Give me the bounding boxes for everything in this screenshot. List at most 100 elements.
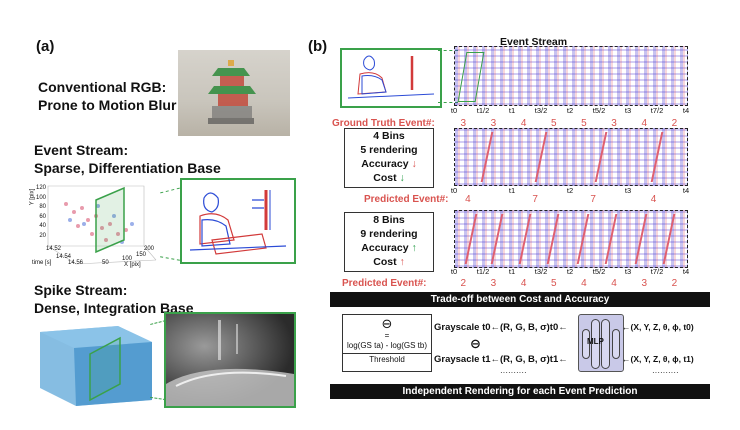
spike-title: Spike Stream: Dense, Integration Base [34, 281, 194, 317]
panel-b-label: (b) [308, 38, 328, 55]
threshold-formula: log(GS ta) - log(GS tb) [346, 341, 428, 350]
y-tick: 100 [35, 194, 46, 201]
row1-tick: t2 [566, 106, 574, 115]
row1-tick: t1/2 [476, 106, 490, 115]
cost-label: Cost [373, 256, 397, 268]
row2-count: 4 [465, 194, 471, 205]
row3-tick: t1 [508, 267, 516, 276]
row3-count: 5 [550, 278, 557, 289]
tradeoff-banner: Trade-off between Cost and Accuracy [330, 292, 710, 307]
row1-tick: t3/2 [534, 106, 548, 115]
row2-tick: t4 [682, 186, 690, 195]
cost-line: Cost ↓ [345, 171, 433, 185]
row3-tick: t1/2 [476, 267, 490, 276]
independent-banner: Independent Rendering for each Event Pre… [330, 384, 710, 399]
connector-line [438, 50, 458, 51]
panel-b-event-frame [340, 48, 442, 108]
event-3d-plot: 120 100 80 60 40 20 Y [pix] 14.52 14.54 … [26, 180, 164, 270]
bins-count: 8 Bins [373, 214, 405, 226]
row3-counts: 2 3 4 5 4 4 3 2 [454, 278, 686, 290]
grayscale-t0-eq: Grayscale t0←(R, G, B, σ)t0← [434, 322, 568, 333]
row2-count: 7 [532, 194, 538, 205]
event-stream-row3 [454, 210, 688, 268]
mlp-layer [582, 329, 590, 359]
minus-circle-icon: ⊖ [381, 316, 393, 331]
row3-tick: t3 [624, 267, 632, 276]
y-tick: 80 [39, 204, 46, 211]
equals-sign: = [384, 331, 390, 340]
accuracy-label: Accuracy [361, 158, 409, 170]
accuracy-line: Accuracy ↑ [345, 241, 433, 255]
plot-y-ticks: 120 100 80 60 40 20 [28, 184, 46, 242]
accuracy-label: Accuracy [361, 242, 409, 254]
row3-tick: t3/2 [534, 267, 548, 276]
row1-ticks: t0 t1/2 t1 t3/2 t2 t5/2 t3 t7/2 t4 [451, 106, 689, 116]
row1-count: 4 [641, 118, 648, 129]
event-title-line1: Event Stream: [34, 142, 129, 158]
row1-count: 3 [490, 118, 497, 129]
row2-tick: t0 [450, 186, 458, 195]
rgb-title: Conventional RGB: Prone to Motion Blur [38, 78, 176, 114]
four-bins-box: 4 Bins 5 rendering Accuracy ↓ Cost ↓ [344, 128, 434, 188]
mlp-block: MLP [578, 314, 624, 372]
threshold-box: ⊖ = log(GS ta) - log(GS tb) Threshold [342, 314, 432, 372]
rendering-count: 9 rendering [360, 228, 418, 240]
panel-a-label: (a) [36, 38, 55, 55]
y-tick: 60 [39, 213, 46, 220]
input-t1: ←(X, Y, Z, θ, ϕ, t1) [622, 354, 694, 364]
rgb-photo [178, 50, 290, 136]
event-stream-row2 [454, 128, 688, 186]
arrow-down-icon: ↓ [399, 172, 405, 184]
row3-count: 3 [641, 278, 648, 289]
connector-line [438, 102, 458, 103]
row2-counts: 4 7 7 4 [454, 194, 686, 206]
row2-tick: t2 [566, 186, 574, 195]
y-tick: 20 [39, 232, 46, 239]
row1-tick: t7/2 [650, 106, 664, 115]
row1-count: 2 [671, 118, 678, 129]
y-tick: 40 [39, 223, 46, 230]
rendering-count: 5 rendering [360, 144, 418, 156]
row2-ticks: t0 t1 t2 t3 t4 [450, 186, 690, 196]
rgb-title-line2: Prone to Motion Blur [38, 97, 177, 113]
plot-t-label: time [s] [32, 260, 52, 266]
plot-t-tick: 14.52 [46, 246, 62, 252]
eight-bins-box: 8 Bins 9 rendering Accuracy ↑ Cost ↑ [344, 212, 434, 272]
ellipsis: ·········· [652, 368, 679, 377]
plot-x-tick: 200 [144, 246, 155, 252]
row3-tick: t0 [450, 267, 458, 276]
row1-tick: t3 [624, 106, 632, 115]
row1-count: 3 [460, 118, 467, 129]
plot-x-tick: 150 [136, 252, 147, 258]
row3-tick: t4 [682, 267, 690, 276]
ellipsis: ·········· [500, 368, 527, 377]
row1-counts: 3 3 4 5 5 3 4 2 [454, 118, 686, 130]
spike-frame-image [164, 312, 296, 408]
grayscale-t1-eq: Graysacle t1←(R, G, B, σ)t1← [434, 354, 568, 365]
mlp-label: MLP [587, 337, 604, 346]
plot-x-tick: 50 [102, 260, 109, 266]
spike-title-line1: Spike Stream: [34, 282, 128, 298]
rgb-title-line1: Conventional RGB: [38, 79, 167, 95]
row3-count: 2 [460, 278, 467, 289]
row1-count: 5 [581, 118, 587, 129]
row3-tick: t7/2 [650, 267, 664, 276]
row1-count: 5 [550, 118, 557, 129]
cost-line: Cost ↑ [345, 255, 433, 269]
cost-label: Cost [373, 172, 397, 184]
arrow-up-icon: ↑ [411, 242, 417, 254]
row3-count: 3 [490, 278, 497, 289]
mlp-layer [612, 329, 620, 359]
row1-count: 4 [520, 118, 527, 129]
row2-count: 7 [590, 194, 596, 205]
row1-tick: t5/2 [592, 106, 606, 115]
plot-t-tick: 14.56 [68, 260, 84, 266]
event-title: Event Stream: Sparse, Differentiation Ba… [34, 141, 221, 177]
event-title-line2: Sparse, Differentiation Base [34, 160, 221, 176]
row3-tick: t2 [566, 267, 574, 276]
row3-count: 4 [581, 278, 587, 289]
arrow-down-icon: ↓ [411, 158, 417, 170]
mlp-layer [591, 319, 600, 369]
row2-tick: t1 [508, 186, 516, 195]
ground-truth-label: Ground Truth Event#: [332, 118, 435, 129]
